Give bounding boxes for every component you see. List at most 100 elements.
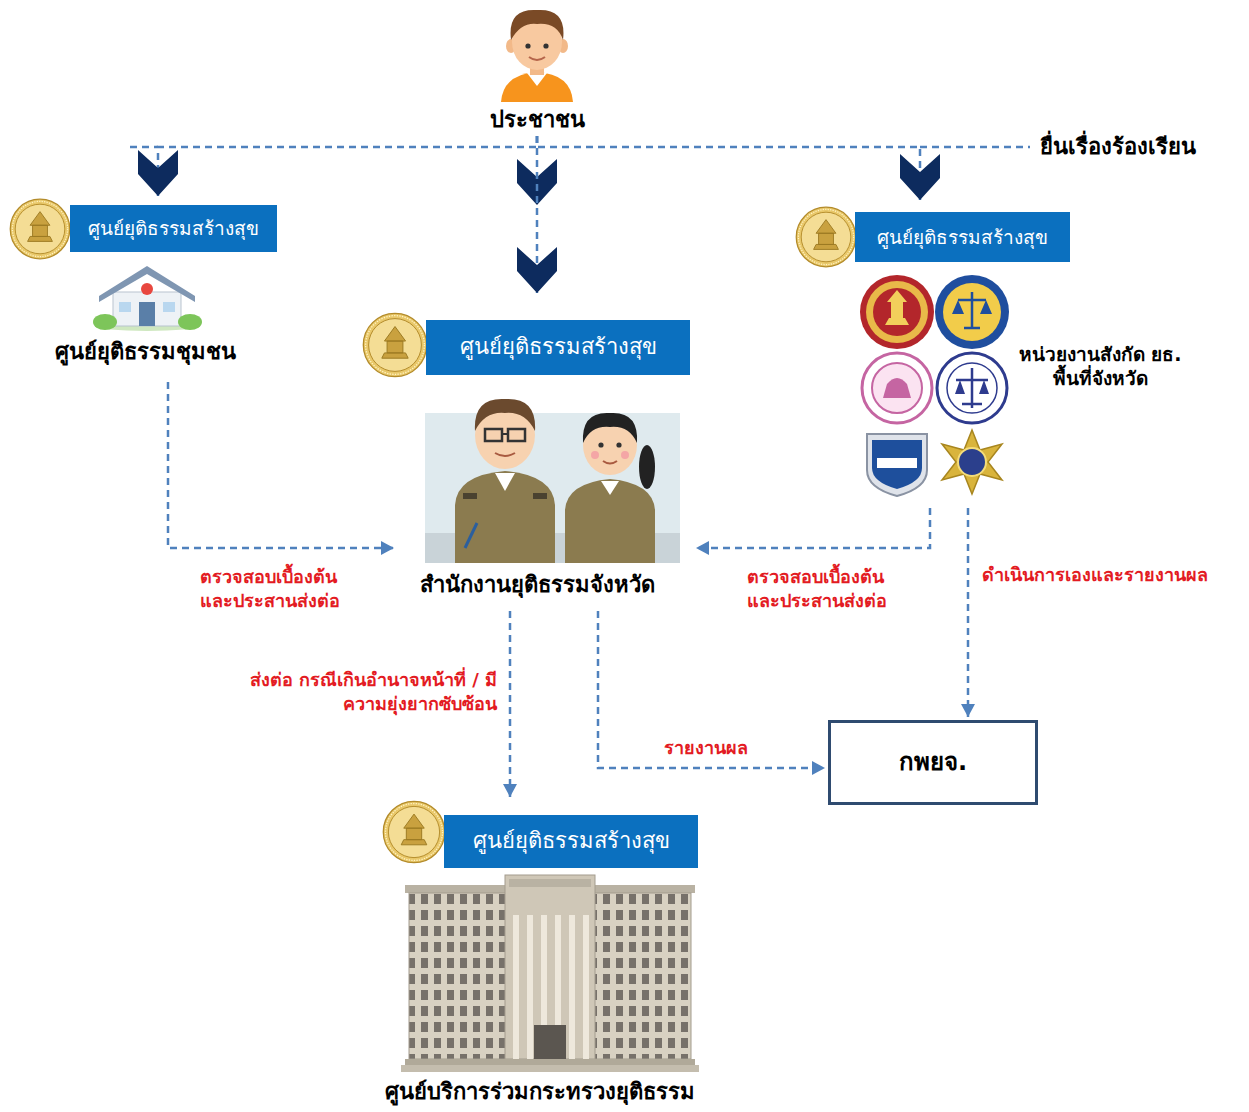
connector: [598, 611, 825, 775]
building-illustration-part: [405, 1059, 695, 1065]
agency-logos-part: [952, 300, 992, 314]
officials-illustration-part: [502, 433, 508, 435]
house-icon-part: [93, 314, 117, 330]
officials-illustration-part: [601, 481, 619, 495]
officials-illustration-part: [533, 493, 547, 499]
seal-emblem: [796, 207, 856, 267]
center-group: ศูนย์ยุติธรรมสร้างสุขศูนย์บริการร่วมกระท…: [382, 800, 698, 1108]
arrow-head: [381, 541, 394, 555]
agency-logos-part: [877, 458, 917, 468]
officials-illustration-part: [621, 451, 629, 459]
agency-logos-part: [958, 448, 986, 476]
title-band: ศูนย์ยุติธรรมสร้างสุข: [70, 205, 277, 252]
person-icon-part: [529, 57, 545, 60]
officials-illustration-part: [495, 473, 515, 491]
edge-label: รายงานผล: [662, 736, 750, 760]
seal-emblem: [10, 199, 70, 259]
title-band: ศูนย์ยุติธรรมสร้างสุข: [426, 320, 690, 375]
band-title: ศูนย์ยุติธรรมสร้างสุข: [877, 226, 1048, 249]
edge-label: ส่งต่อ กรณีเกินอำนาจหน้าที่ / มีความยุ่ง…: [247, 668, 499, 717]
arrow-head: [696, 541, 709, 555]
seal-emblem: [363, 313, 426, 376]
title-band: ศูนย์ยุติธรรมสร้างสุข: [855, 212, 1070, 262]
edge-label: ตรวจสอบเบื้องต้น และประสานส่งต่อ: [198, 565, 367, 614]
person-icon-part: [525, 43, 530, 48]
arrow-head: [503, 784, 517, 797]
officials-illustration-part: [475, 399, 535, 431]
chevron-head: [517, 247, 557, 293]
agency-logos-part: [860, 275, 934, 349]
chevron-head: [138, 150, 178, 196]
band-title: ศูนย์ยุติธรรมสร้างสุข: [473, 828, 670, 854]
officials-illustration-part: [463, 493, 477, 499]
house-icon-part: [113, 292, 181, 326]
connector-line: [509, 611, 512, 797]
title-band: ศูนย์ยุติธรรมสร้างสุข: [444, 815, 698, 868]
connector-line: [967, 508, 970, 717]
agency-logos-part: [883, 378, 911, 398]
node-caption: ศูนย์ยุติธรรมชุมชน: [55, 338, 236, 366]
building-illustration-part: [534, 1025, 566, 1059]
officials-illustration-part: [616, 442, 621, 447]
officials-illustration-part: [639, 445, 655, 489]
connector: [517, 136, 557, 293]
officials-illustration-part: [485, 429, 502, 441]
building-illustration-part: [583, 915, 589, 1059]
connector-line: [158, 136, 537, 196]
house-icon-part: [141, 283, 153, 295]
agency-logos-part: [885, 290, 909, 325]
connector-line: [598, 611, 825, 768]
connector-line: [537, 136, 920, 200]
actor-node: ประชาชน: [477, 0, 597, 136]
agency-logos: [860, 275, 1009, 496]
connector: [961, 508, 975, 717]
officials-illustration-part: [603, 461, 617, 464]
agency-logos-part: [873, 288, 921, 336]
agency-logos-part: [937, 353, 1007, 423]
agency-logos-part: [942, 430, 1002, 494]
center-group: ศูนย์ยุติธรรมสร้างสุขสำนักงานยุติธรรมจัง…: [362, 305, 712, 601]
officials-illustration-part: [455, 471, 555, 563]
building-illustration-part: [401, 1065, 699, 1072]
agency-logos-part: [872, 440, 922, 489]
node-caption: ศูนย์บริการร่วมกระทรวงยุติธรรม: [385, 1078, 695, 1106]
chevron-head: [900, 154, 940, 200]
agency-logos-part: [935, 275, 1009, 349]
arrow-head: [961, 704, 975, 717]
connector: [503, 611, 517, 797]
house-icon-part: [178, 314, 202, 330]
connector-line: [168, 382, 394, 548]
officials-illustration-part: [495, 453, 515, 456]
person-icon-part: [501, 72, 573, 102]
officials-illustration-part: [598, 442, 603, 447]
house-icon-part: [99, 266, 195, 302]
agency-logos-part: [866, 281, 928, 343]
officials-illustration-part: [583, 413, 637, 443]
band-title: ศูนย์ยุติธรรมสร้างสุข: [460, 334, 657, 360]
officials-illustration: [425, 399, 680, 563]
house-icon: [93, 266, 202, 331]
node-caption: ประชาชน: [490, 106, 585, 134]
building-illustration-part: [513, 915, 519, 1059]
agency-logos-part: [947, 363, 997, 413]
band-title: ศูนย์ยุติธรรมสร้างสุข: [88, 217, 259, 240]
node-caption: สำนักงานยุติธรรมจังหวัด: [420, 571, 655, 599]
submission-line-part: [920, 146, 1030, 149]
house-icon-part: [119, 302, 131, 312]
connector: [168, 382, 394, 555]
submission-line-part: [130, 146, 158, 149]
officials-illustration-part: [465, 523, 477, 548]
building-illustration-part: [509, 879, 591, 887]
edge-label: ตรวจสอบเบื้องต้น และประสานส่งต่อ: [745, 565, 914, 614]
connector: [138, 136, 537, 196]
note-label: ยื่นเรื่องร้องเรียน: [1040, 133, 1196, 161]
officials-illustration-part: [565, 479, 655, 563]
agency-logos-part: [943, 283, 1001, 341]
node-caption: หน่วยงานสังกัด ยธ. พื้นที่จังหวัด: [1013, 343, 1187, 391]
connector: [537, 136, 940, 200]
person-icon-part: [511, 10, 564, 40]
house-icon-part: [139, 302, 155, 326]
